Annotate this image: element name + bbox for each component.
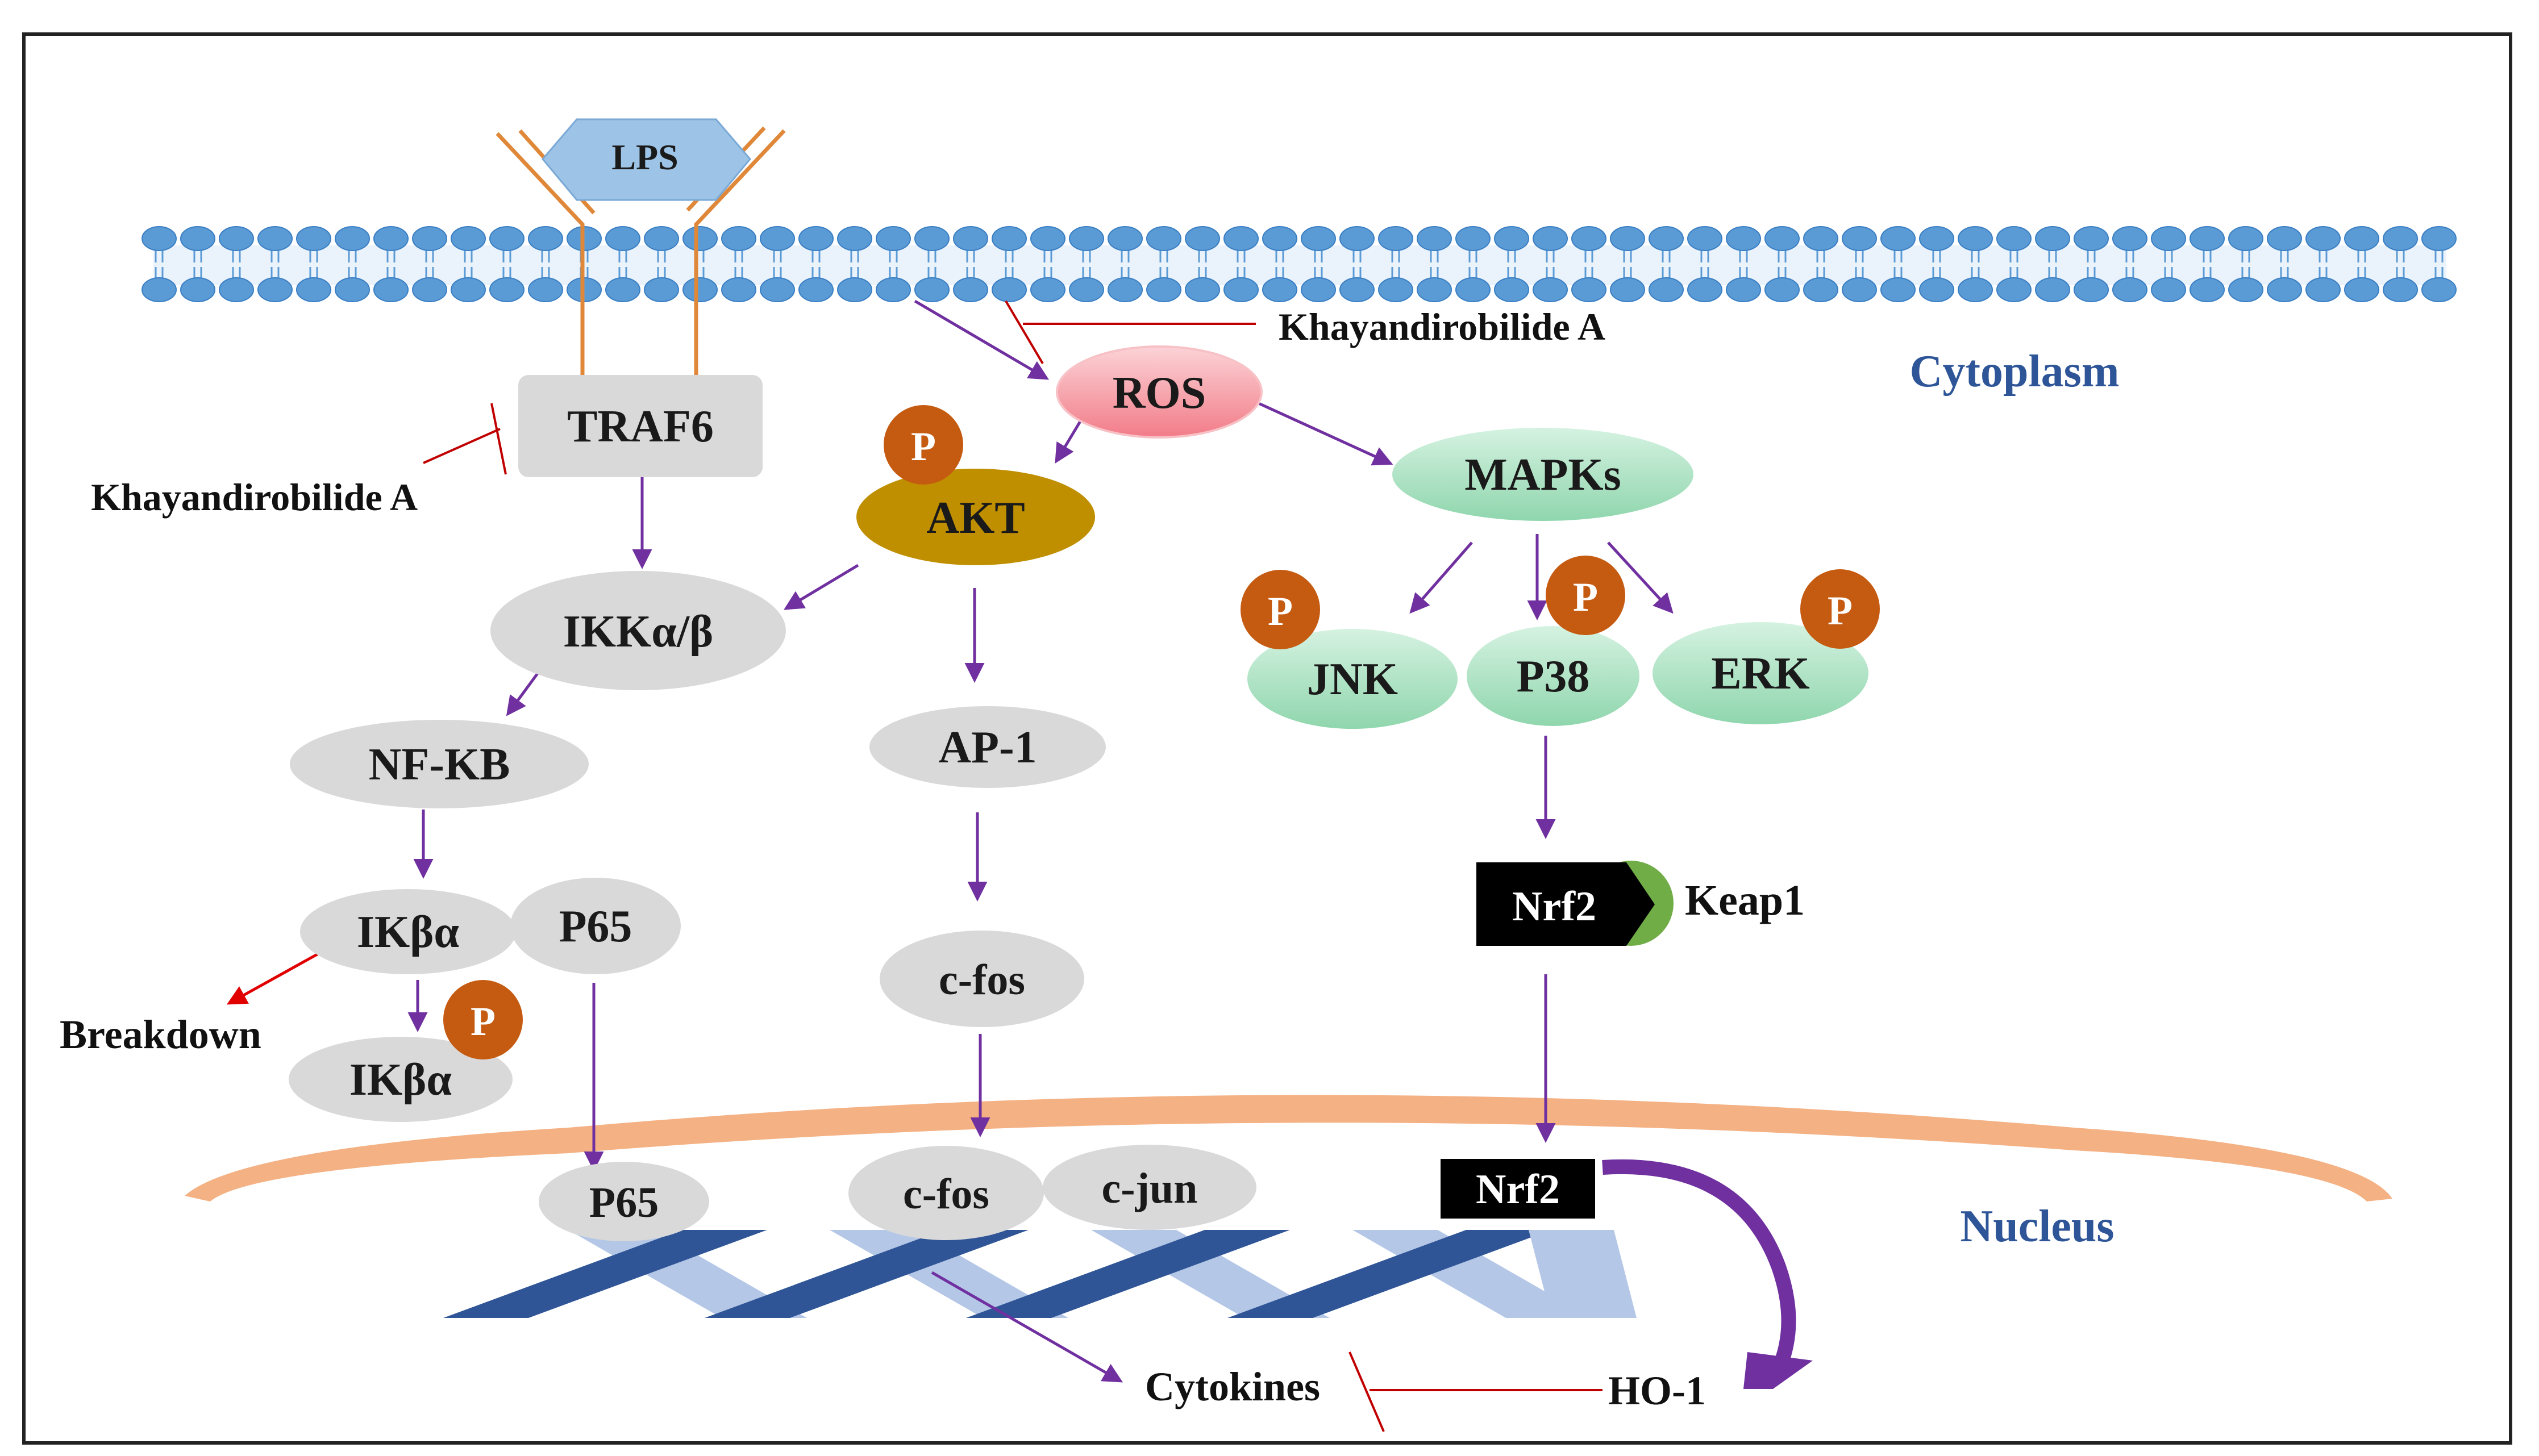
nrf2-cyto-label: Nrf2 (1512, 883, 1596, 930)
ikk-label: IKKα/β (563, 607, 714, 657)
keap1-label: Keap1 (1685, 877, 1805, 924)
ho1-label: HO-1 (1608, 1368, 1706, 1413)
khayandirobilide-traf6-label: Khayandirobilide A (91, 475, 418, 519)
ikba-top-label: IKβα (357, 907, 459, 957)
phospho-p38-label: P (1573, 574, 1598, 620)
traf6-label: TRAF6 (567, 402, 714, 452)
jnk-label: JNK (1307, 654, 1398, 704)
phospho-akt: P (884, 405, 963, 485)
cfos-nucleus-node (848, 1146, 1044, 1240)
phospho-ikba: P (443, 980, 523, 1059)
mapks-label: MAPKs (1464, 450, 1621, 500)
p38-node (1467, 626, 1639, 726)
phospho-p38: P (1546, 556, 1625, 635)
ros-label: ROS (1113, 368, 1206, 418)
ikba-bottom-node (289, 1037, 513, 1122)
cfos-cyto-label: c-fos (939, 956, 1025, 1004)
ikba-top-node (300, 889, 516, 974)
mapks-node (1392, 428, 1693, 521)
cell-membrane (141, 226, 2457, 302)
nrf2-ho1-arrow (1602, 1159, 1813, 1389)
akt-label: AKT (926, 493, 1025, 543)
phospho-erk-label: P (1828, 588, 1853, 633)
lps-label: LPS (611, 137, 678, 177)
khayandirobilide-membrane-label: Khayandirobilide A (1279, 305, 1605, 348)
ikba-bottom-label: IKβα (349, 1055, 452, 1105)
inhibition-membrane (1005, 300, 1256, 365)
nfkb-label: NF-KB (369, 740, 510, 790)
dna-helix (443, 1230, 1637, 1318)
inhibition-traf6 (423, 403, 507, 475)
cytokines-label: Cytokines (1145, 1364, 1320, 1409)
phospho-ikba-label: P (471, 999, 496, 1044)
p65-top-node (510, 878, 681, 974)
p65-top-label: P65 (559, 902, 632, 952)
phospho-erk: P (1800, 569, 1880, 649)
akt-node (856, 469, 1095, 565)
ap1-node (869, 706, 1106, 788)
p65-nucleus-label: P65 (589, 1179, 659, 1226)
erk-node (1653, 622, 1868, 724)
cfos-nucleus-label: c-fos (903, 1170, 989, 1218)
cytoplasm-label: Cytoplasm (1910, 347, 2120, 397)
nucleus-label: Nucleus (1960, 1201, 2114, 1251)
p65-nucleus-node (539, 1162, 709, 1241)
lps-node: LPS (542, 118, 751, 201)
phospho-jnk: P (1241, 570, 1320, 649)
nuclear-membrane (185, 1095, 2392, 1201)
breakdown-label: Breakdown (60, 1012, 261, 1057)
activation-arrows (407, 299, 1674, 1383)
p38-label: P38 (1517, 652, 1590, 702)
breakdown-arrow (226, 944, 334, 1005)
jnk-node (1247, 629, 1458, 729)
cjun-node (1043, 1145, 1256, 1230)
nrf2-nucleus-node (1441, 1159, 1595, 1219)
inhibition-ho1 (1348, 1351, 1603, 1432)
nfkb-node (290, 720, 589, 808)
phospho-jnk-label: P (1268, 589, 1293, 634)
nrf2-keap1-complex: Nrf2 (1476, 861, 1674, 946)
erk-label: ERK (1711, 649, 1809, 699)
traf6-node (518, 375, 763, 477)
cjun-label: c-jun (1102, 1165, 1198, 1212)
ikk-node (490, 571, 786, 690)
cfos-cyto-node (880, 931, 1084, 1027)
figure-frame (22, 32, 2512, 1445)
nrf2-nucleus-label: Nrf2 (1476, 1166, 1560, 1213)
ros-node (1056, 345, 1263, 439)
phospho-akt-label: P (911, 424, 936, 469)
ap1-label: AP-1 (938, 723, 1037, 773)
